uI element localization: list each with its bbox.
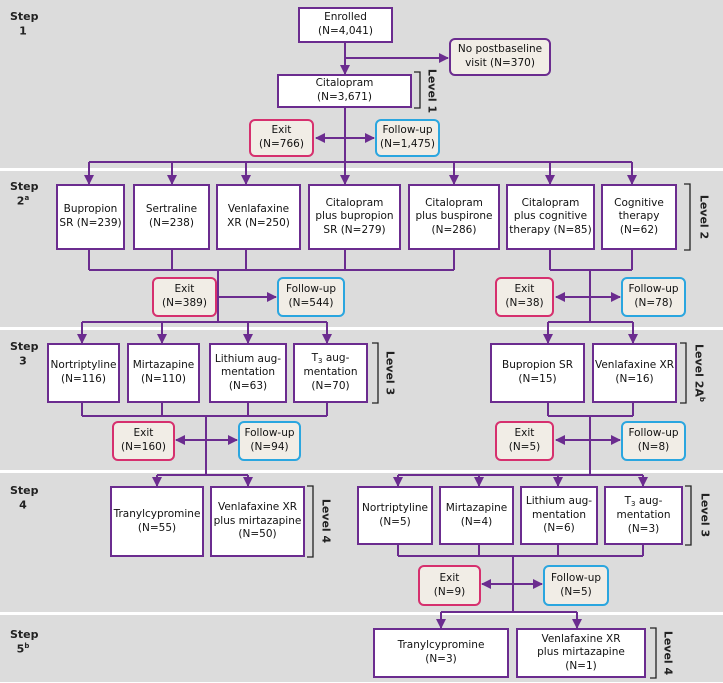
t3-augmentation-box-level3-right: T3 aug-mentation(N=3) (604, 486, 683, 545)
exit-box-level3-right: Exit(N=9) (418, 565, 481, 606)
mirtazapine-box-level3: Mirtazapine(N=110) (127, 343, 200, 403)
citalopram-box: Citalopram(N=3,671) (277, 74, 412, 108)
level-label-1: Level 1 (425, 68, 439, 114)
exit-box-level3-left: Exit(N=160) (112, 421, 175, 461)
level-label-4-left: Level 4 (319, 498, 333, 544)
bupropion-sr-box-level2a: Bupropion SR(N=15) (490, 343, 585, 403)
tranylcypromine-box-level4: Tranylcypromine(N=55) (110, 486, 204, 557)
exit-box-level2-left: Exit(N=389) (152, 277, 217, 317)
level-label-3-right: Level 3 (698, 492, 712, 538)
step-separator (0, 470, 723, 473)
enrolled-box: Enrolled(N=4,041) (298, 7, 393, 43)
level-label-4-right: Level 4 (661, 630, 675, 676)
level-label-3-left: Level 3 (383, 350, 397, 396)
lithium-augmentation-box-level3: Lithium aug-mentation(N=63) (209, 343, 287, 403)
mirtazapine-box-level3-right: Mirtazapine(N=4) (439, 486, 514, 545)
nortriptyline-box-level3-right: Nortriptyline(N=5) (357, 486, 433, 545)
exit-box-level2a: Exit(N=5) (495, 421, 554, 461)
step-separator (0, 327, 723, 330)
lithium-augmentation-box-level3-right: Lithium aug-mentation(N=6) (520, 486, 598, 545)
sertraline-box: Sertraline(N=238) (133, 184, 210, 250)
nortriptyline-box-level3: Nortriptyline(N=116) (47, 343, 120, 403)
level-label-2a: Level 2Ab (692, 344, 706, 402)
level-label-2: Level 2 (697, 194, 711, 240)
step-separator (0, 168, 723, 171)
t3-augmentation-box-level3: T3 aug-mentation(N=70) (293, 343, 368, 403)
followup-box-level2-right: Follow-up(N=78) (621, 277, 686, 317)
followup-box-level3-right: Follow-up(N=5) (543, 565, 609, 606)
exit-box-level2-right: Exit(N=38) (495, 277, 554, 317)
followup-box-level2a: Follow-up(N=8) (621, 421, 686, 461)
venlafaxine-xr-box-level2a: Venlafaxine XR(N=16) (592, 343, 677, 403)
tranylcypromine-box-level4-right: Tranylcypromine(N=3) (373, 628, 509, 678)
followup-box-level1: Follow-up(N=1,475) (375, 119, 440, 157)
exit-box-level1: Exit(N=766) (249, 119, 314, 157)
step-separator (0, 612, 723, 615)
followup-box-level2-left: Follow-up(N=544) (277, 277, 345, 317)
followup-box-level3-left: Follow-up(N=94) (238, 421, 301, 461)
